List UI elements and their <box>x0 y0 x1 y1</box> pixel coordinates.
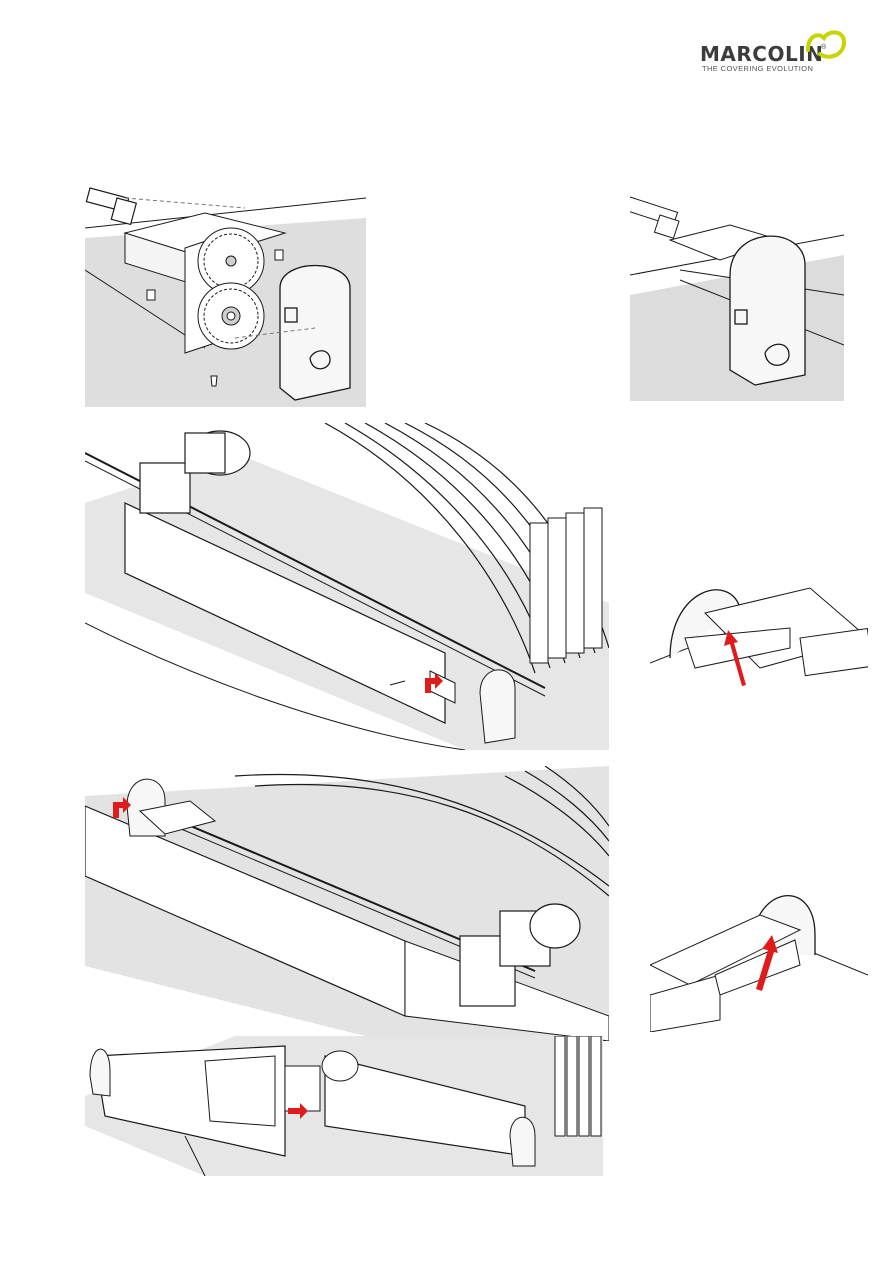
cover-plate-install-illustration <box>85 1036 603 1176</box>
logo-swoosh-icon <box>804 28 850 62</box>
motor-opposite-view-illustration <box>85 766 609 1041</box>
end-cap-installed-illustration <box>630 185 844 401</box>
shaft <box>630 197 679 238</box>
lower-gear <box>198 283 264 349</box>
marcolin-logo: MARCOLIN ® THE COVERING EVOLUTION <box>690 28 850 74</box>
end-cap-right <box>510 1117 535 1166</box>
end-cap <box>280 266 350 401</box>
end-cap <box>480 670 515 743</box>
bow-brackets <box>530 508 602 663</box>
end-cap <box>730 236 805 385</box>
motor-side-view-illustration <box>85 423 609 750</box>
pad-detail-right-illustration <box>650 875 868 1032</box>
gear-assembly-illustration <box>85 178 366 407</box>
pad-detail-left-illustration <box>650 568 868 708</box>
end-cap-left <box>90 1049 110 1096</box>
logo-tagline: THE COVERING EVOLUTION <box>702 64 813 73</box>
